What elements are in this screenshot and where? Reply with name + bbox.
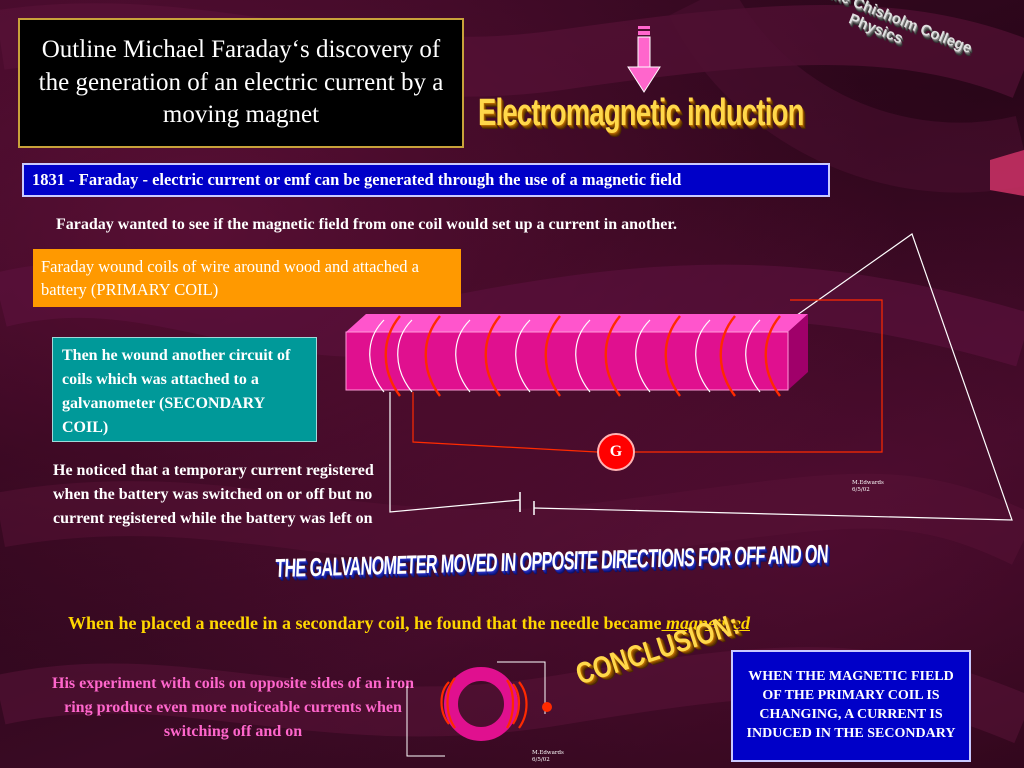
- credit-note-2: M.Edwards 6/5/02: [532, 750, 564, 763]
- primary-coil-box: Faraday wound coils of wire around wood …: [33, 249, 461, 307]
- faraday-wanted-text: Faraday wanted to see if the magnetic fi…: [56, 216, 677, 233]
- noticed-text: He noticed that a temporary current regi…: [53, 462, 374, 527]
- coil-diagram: [345, 314, 808, 397]
- iron-ring-text: His experiment with coils on opposite si…: [52, 675, 414, 740]
- conclusion-box: WHEN THE MAGNETIC FIELD OF THE PRIMARY C…: [731, 650, 971, 762]
- banner-1831: 1831 - Faraday - electric current or emf…: [22, 163, 830, 197]
- galvanometer: G: [597, 433, 635, 471]
- magnetised-word: magnetised: [661, 613, 750, 633]
- needle-text: When he placed a needle in a secondary c…: [68, 613, 750, 634]
- secondary-coil-box: Then he wound another circuit of coils w…: [52, 337, 317, 442]
- needle-sentence: When he placed a needle in a secondary c…: [68, 613, 662, 633]
- credit-note-1: M.Edwards 6/5/02: [852, 480, 884, 493]
- iron-ring-icon: [406, 661, 552, 757]
- slide-title: Outline Michael Faraday‘s discovery of t…: [18, 18, 464, 148]
- topic-wordart: Electromagnetic induction: [478, 92, 804, 134]
- down-arrow-icon: [627, 26, 661, 93]
